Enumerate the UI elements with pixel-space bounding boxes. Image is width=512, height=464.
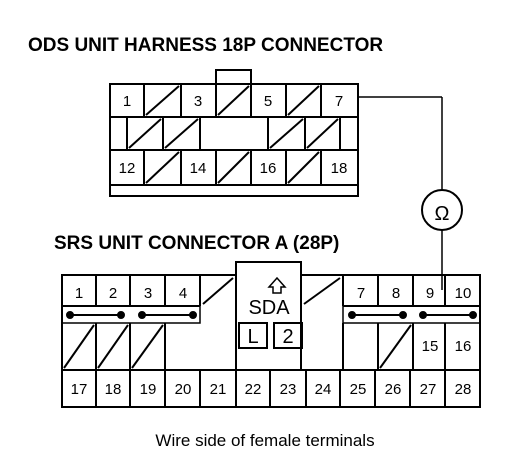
srs-pin-2: 2 [109, 285, 117, 302]
ohm-symbol: Ω [435, 203, 450, 225]
srs-connector-title: SRS UNIT CONNECTOR A (28P) [54, 233, 339, 254]
srs-pin-17: 17 [71, 381, 88, 398]
srs-connector [61, 261, 481, 408]
ods-pin-7: 7 [335, 93, 343, 110]
srs-pin-1: 1 [75, 285, 83, 302]
srs-label-l-box [238, 322, 268, 349]
ods-pin-12: 12 [119, 160, 136, 177]
srs-2-label: 2 [282, 326, 293, 348]
srs-label-2-box [273, 322, 303, 349]
srs-l-label: L [247, 326, 258, 348]
srs-pin-23: 23 [280, 381, 297, 398]
diagram-caption: Wire side of female terminals [155, 431, 374, 450]
up-arrow-icon [267, 276, 287, 294]
srs-pin-10: 10 [455, 285, 472, 302]
srs-pin-22: 22 [245, 381, 262, 398]
ods-lock-tab [215, 69, 252, 85]
srs-pin-18: 18 [105, 381, 122, 398]
ods-pin-16: 16 [260, 160, 277, 177]
srs-pin-3: 3 [144, 285, 152, 302]
srs-pin-7: 7 [357, 285, 365, 302]
srs-bottom-pin-labels: 17 18 19 20 21 22 23 24 25 26 27 28 [71, 381, 472, 398]
srs-pin-20: 20 [175, 381, 192, 398]
ods-pin-14: 14 [190, 160, 207, 177]
ods-pin-labels: 1 3 5 7 12 14 16 18 [119, 93, 348, 177]
ods-pin-18: 18 [331, 160, 348, 177]
ods-connector-title: ODS UNIT HARNESS 18P CONNECTOR [28, 35, 383, 56]
srs-pin-26: 26 [385, 381, 402, 398]
srs-pin-24: 24 [315, 381, 332, 398]
srs-pin-16: 16 [455, 338, 472, 355]
srs-pin-15: 15 [422, 338, 439, 355]
srs-mid-pin-labels: 15 16 [422, 338, 472, 355]
ods-connector [109, 69, 359, 197]
ohmmeter-icon [421, 189, 463, 231]
srs-pin-19: 19 [140, 381, 157, 398]
srs-pin-4: 4 [179, 285, 187, 302]
ods-pin-5: 5 [264, 93, 272, 110]
ohmmeter-wiring [358, 96, 443, 290]
srs-sda-label: SDA [248, 297, 290, 319]
shorting-bars [66, 311, 477, 319]
srs-pin-25: 25 [350, 381, 367, 398]
ods-connector-body [109, 83, 359, 197]
srs-top-pin-labels: 1 2 3 4 7 8 9 10 [75, 285, 472, 302]
srs-pin-21: 21 [210, 381, 227, 398]
srs-pin-8: 8 [392, 285, 400, 302]
srs-pin-27: 27 [420, 381, 437, 398]
ods-pin-3: 3 [194, 93, 202, 110]
srs-pin-28: 28 [455, 381, 472, 398]
ods-pin-1: 1 [123, 93, 131, 110]
srs-pin-9: 9 [426, 285, 434, 302]
